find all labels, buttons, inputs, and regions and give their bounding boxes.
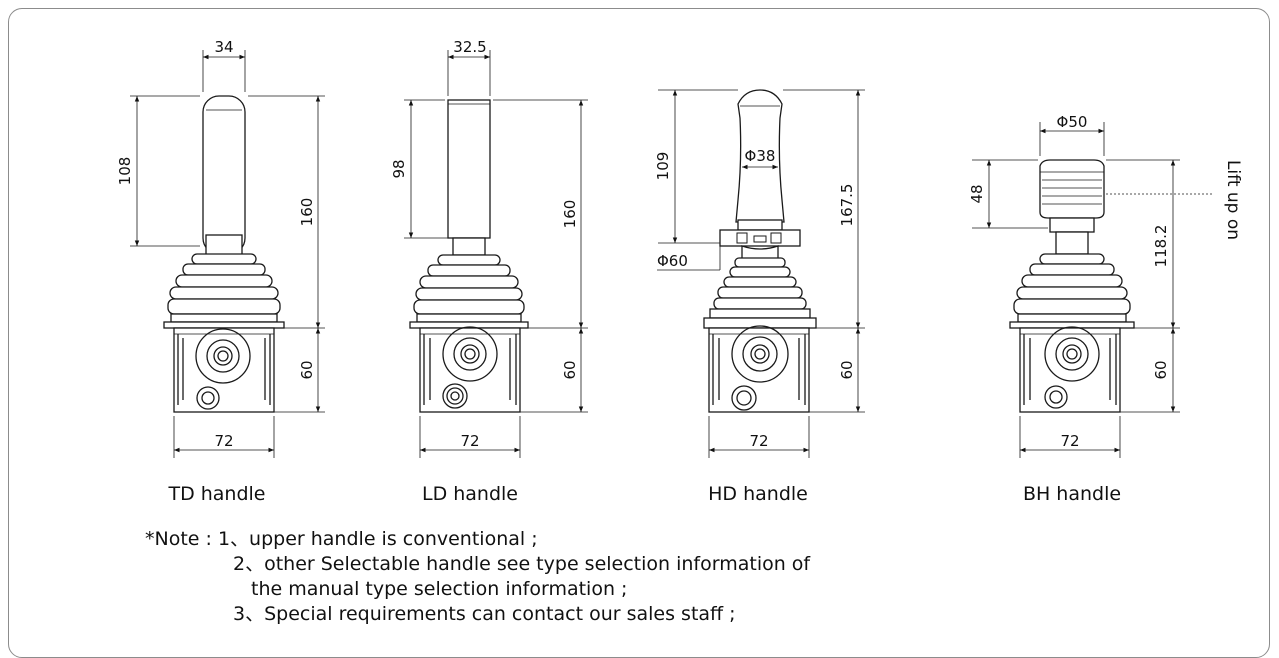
note-line-1: *Note : 1、upper handle is conventional ; (145, 528, 538, 550)
note-line-4: 3、Special requirements can contact our s… (233, 603, 736, 625)
bh-lift-annotation: Lift up on (1223, 160, 1243, 240)
ld-handle-caption: LD handle (421, 483, 518, 505)
hd-grip-diameter-label: Φ38 (745, 147, 776, 165)
ld-handle-height-label: 98 (390, 159, 408, 178)
td-top-width-label: 34 (214, 38, 233, 56)
bh-total-height-label: 118.2 (1152, 225, 1170, 268)
hd-base-height-label: 60 (838, 360, 856, 379)
note-line-3: the manual type selection information ; (251, 578, 628, 600)
bh-handle-caption: BH handle (1022, 483, 1122, 505)
ld-base-width-label: 72 (460, 432, 479, 450)
notes-block: *Note : 1、upper handle is conventional ;… (145, 527, 810, 627)
bh-base-width-label: 72 (1060, 432, 1079, 450)
bh-handle-drawing (972, 122, 1212, 458)
td-handle-drawing (130, 50, 325, 458)
hd-flange-diameter-label: Φ60 (657, 252, 688, 270)
bh-top-diameter-label: Φ50 (1057, 113, 1088, 131)
td-base-height-label: 60 (298, 360, 316, 379)
note-line-2: 2、other Selectable handle see type selec… (233, 553, 811, 575)
bh-handle-height-label: 48 (968, 184, 986, 203)
hd-base-width-label: 72 (749, 432, 768, 450)
td-base-width-label: 72 (214, 432, 233, 450)
ld-top-width-label: 32.5 (453, 38, 486, 56)
td-handle-height-label: 108 (116, 157, 134, 186)
hd-handle-height-label: 109 (654, 152, 672, 181)
td-handle-caption: TD handle (168, 483, 266, 505)
td-total-height-label: 160 (298, 198, 316, 227)
ld-handle-drawing (404, 50, 588, 458)
hd-handle-caption: HD handle (708, 483, 808, 505)
hd-handle-drawing (657, 89, 865, 458)
ld-base-height-label: 60 (561, 360, 579, 379)
bh-base-height-label: 60 (1152, 360, 1170, 379)
hd-total-height-label: 167.5 (838, 184, 856, 227)
ld-total-height-label: 160 (561, 200, 579, 229)
